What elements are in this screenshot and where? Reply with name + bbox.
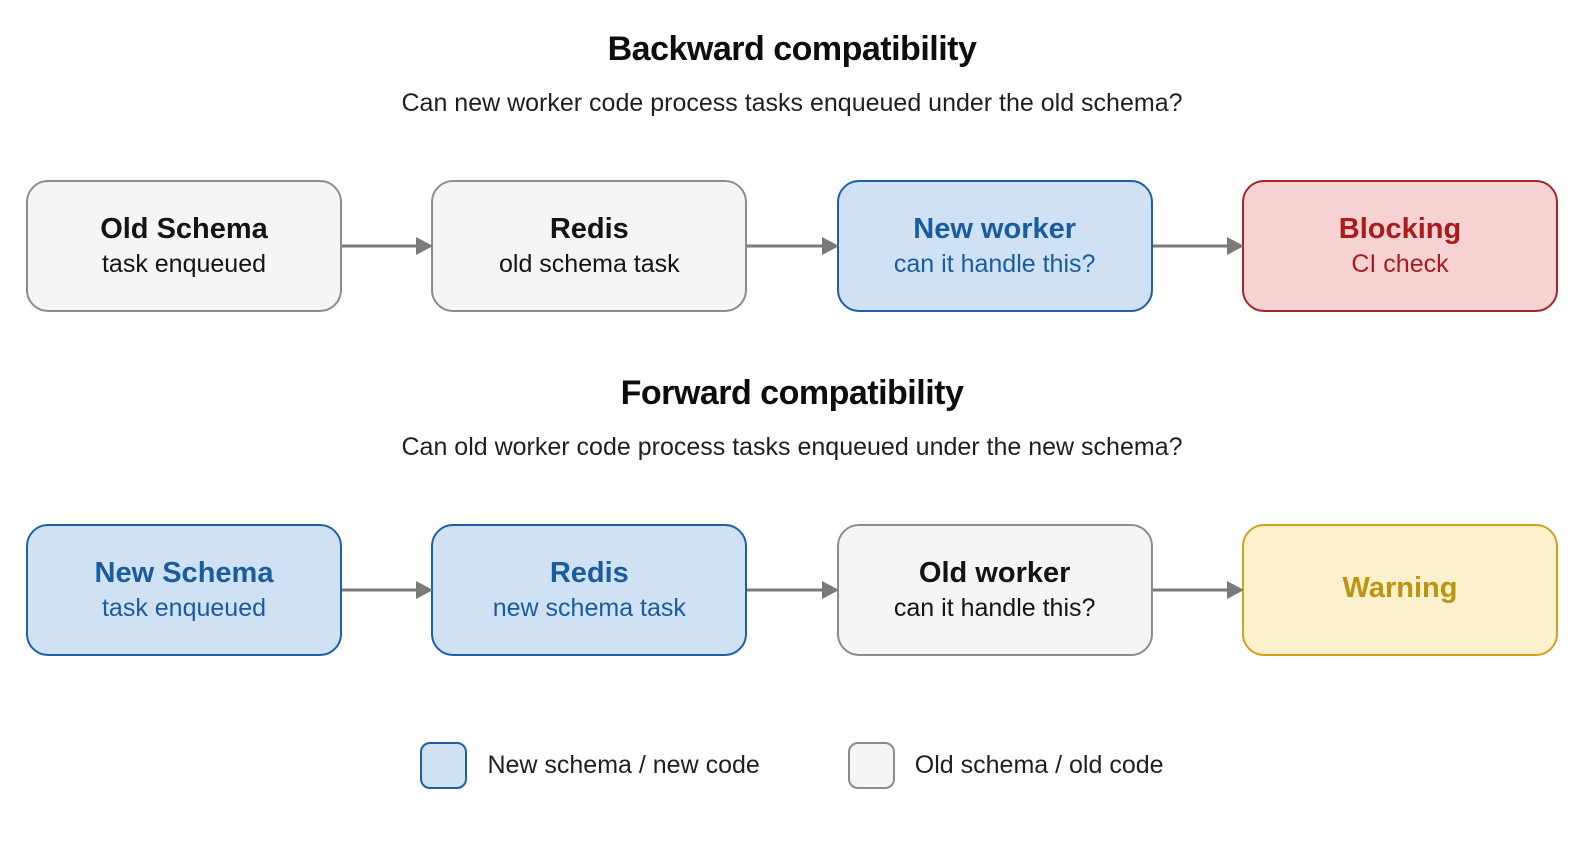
legend-swatch-new-icon: [420, 742, 468, 789]
node-redis-backward: Redis old schema task: [431, 180, 748, 312]
node-title: Redis: [549, 556, 629, 589]
node-title: Old worker: [918, 556, 1071, 589]
node-subtitle: task enqueued: [101, 250, 267, 279]
backward-flow-row: Old Schema task enqueued Redis old schem…: [0, 180, 1584, 312]
node-title: Redis: [549, 212, 629, 245]
node-subtitle: can it handle this?: [893, 250, 1096, 279]
forward-compatibility-title: Forward compatibility: [620, 374, 964, 412]
flow-arrow-icon: [747, 524, 836, 656]
backward-compatibility-subtitle: Can new worker code process tasks enqueu…: [401, 89, 1183, 117]
node-title: Old Schema: [100, 212, 268, 245]
node-subtitle: old schema task: [499, 250, 680, 279]
node-old-schema: Old Schema task enqueued: [26, 180, 342, 312]
legend-item-new: New schema / new code: [420, 742, 760, 789]
flow-arrow-icon: [342, 524, 431, 656]
node-title: Warning: [1342, 571, 1458, 604]
forward-compatibility-subtitle: Can old worker code process tasks enqueu…: [401, 433, 1183, 461]
flow-arrow-icon: [1153, 524, 1242, 656]
node-redis-forward: Redis new schema task: [431, 524, 748, 656]
node-old-worker: Old worker can it handle this?: [836, 524, 1153, 656]
node-subtitle: can it handle this?: [893, 594, 1096, 623]
forward-flow-row: New Schema task enqueued Redis new schem…: [0, 524, 1584, 656]
node-new-worker: New worker can it handle this?: [836, 180, 1153, 312]
legend-swatch-old-icon: [847, 742, 895, 789]
node-subtitle: CI check: [1351, 250, 1449, 279]
node-title: Blocking: [1338, 212, 1462, 245]
flow-arrow-icon: [1153, 180, 1242, 312]
flow-arrow-icon: [747, 180, 836, 312]
legend-item-old: Old schema / old code: [847, 742, 1164, 789]
flow-arrow-icon: [342, 180, 431, 312]
legend-label-old: Old schema / old code: [914, 751, 1164, 779]
node-title: New Schema: [94, 556, 274, 589]
node-subtitle: task enqueued: [101, 594, 267, 623]
node-subtitle: new schema task: [492, 594, 686, 623]
node-title: New worker: [913, 212, 1077, 245]
legend-label-new: New schema / new code: [487, 751, 760, 779]
backward-compatibility-title: Backward compatibility: [607, 30, 977, 68]
node-warning: Warning: [1241, 524, 1558, 656]
legend: New schema / new code Old schema / old c…: [0, 742, 1584, 789]
node-blocking: Blocking CI check: [1241, 180, 1558, 312]
node-new-schema: New Schema task enqueued: [26, 524, 342, 656]
